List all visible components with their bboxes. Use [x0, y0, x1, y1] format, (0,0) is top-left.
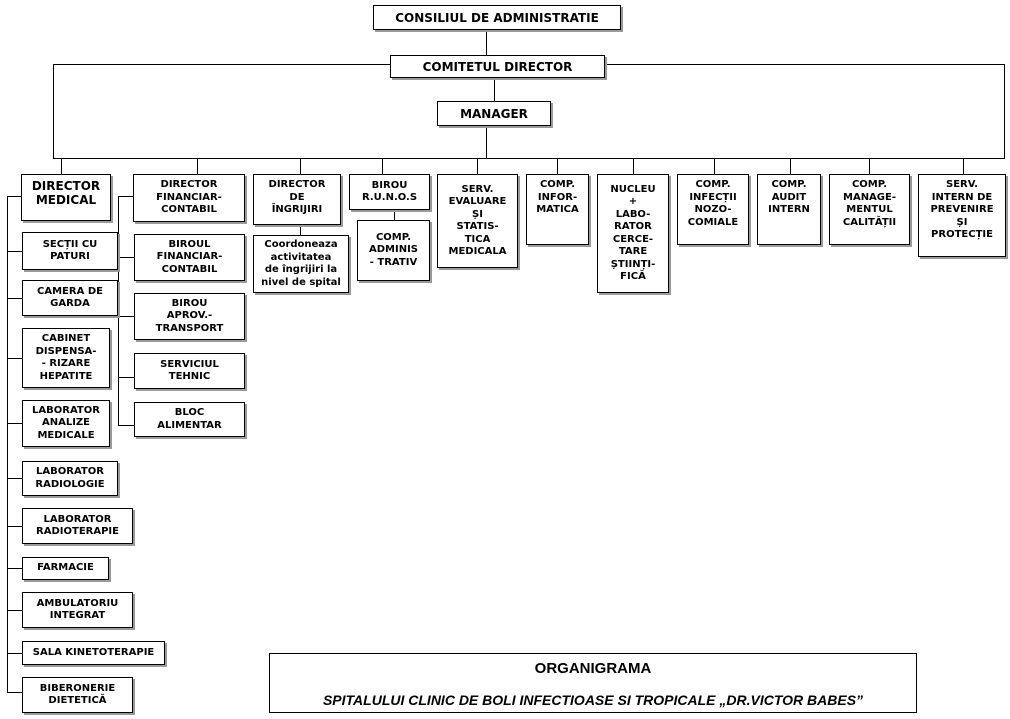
financial-unit-box: BIROU APROV.- TRANSPORT — [134, 293, 245, 340]
medical-tick — [7, 526, 22, 527]
research-nucleus-box: NUCLEU + LABO- RATOR CERCE- TARE ȘTIINȚI… — [597, 174, 669, 293]
financial-tick — [118, 377, 134, 378]
financial-tick — [118, 316, 134, 317]
drop-audit — [790, 159, 791, 174]
admin-compartment-box: COMP. ADMINIS - TRATIV — [357, 220, 430, 281]
nursing-director-box: DIRECTOR DE ÎNGRIJIRI — [253, 174, 341, 225]
audit-compartment-box: COMP. AUDIT INTERN — [757, 174, 821, 245]
connector-runos-admin — [394, 209, 395, 220]
connector-committee-manager — [494, 77, 495, 101]
prevention-service-box: SERV. INTERN DE PREVENIRE ȘI PROTECȚIE — [918, 174, 1006, 257]
medical-tick — [7, 653, 22, 654]
runos-office-box: BIROU R.U.N.O.S — [349, 174, 430, 210]
medical-tick — [7, 692, 22, 693]
connector-nursing-note — [300, 224, 301, 235]
nursing-note-box: Coordoneaza activitatea de îngrijiri la … — [253, 235, 349, 293]
medical-unit-box: SECȚII CU PATURI — [22, 232, 118, 270]
drop-infections — [714, 159, 715, 174]
connector-board-committee — [486, 29, 487, 56]
medical-spine-top — [7, 196, 21, 197]
medical-unit-box: LABORATOR ANALIZE MEDICALE — [22, 400, 110, 447]
drop-research — [633, 159, 634, 174]
medical-director-box: DIRECTOR MEDICAL — [21, 174, 111, 221]
committee-box: COMITETUL DIRECTOR — [390, 55, 605, 78]
medical-unit-box: AMBULATORIU INTEGRAT — [22, 592, 133, 628]
title-subtitle: SPITALULUI CLINIC DE BOLI INFECTIOASE SI… — [322, 692, 864, 708]
drop-financial — [197, 159, 198, 174]
medical-tick — [7, 251, 22, 252]
title-box: ORGANIGRAMA SPITALULUI CLINIC DE BOLI IN… — [269, 653, 917, 713]
quality-compartment-box: COMP. MANAGE- MENTUL CALITĂȚII — [829, 174, 910, 245]
financial-tick — [118, 257, 134, 258]
medical-unit-box: FARMACIE — [22, 557, 109, 580]
it-compartment-box: COMP. INFOR- MATICA — [526, 174, 589, 245]
medical-spine — [7, 196, 8, 692]
medical-tick — [7, 423, 22, 424]
medical-unit-box: CAMERA DE GARDA — [22, 280, 118, 316]
medical-tick — [7, 298, 22, 299]
drop-runos — [382, 159, 383, 174]
medical-unit-box: BIBERONERIE DIETETICĂ — [22, 677, 133, 713]
medical-unit-box: SALA KINETOTERAPIE — [22, 641, 165, 665]
financial-unit-box: BLOC ALIMENTAR — [134, 402, 245, 437]
medical-tick — [7, 568, 22, 569]
infections-compartment-box: COMP. INFECȚII NOZO- COMIALE — [677, 174, 749, 245]
financial-unit-box: SERVICIUL TEHNIC — [134, 353, 245, 389]
medical-tick — [7, 478, 22, 479]
medical-unit-box: CABINET DISPENSA- - RIZARE HEPATITE — [22, 328, 110, 388]
drop-medical — [61, 159, 62, 174]
financial-spine — [118, 196, 119, 425]
title-main: ORGANIGRAMA — [534, 660, 652, 677]
financial-spine-top — [118, 196, 133, 197]
connector-manager-bus — [486, 125, 487, 159]
drop-prevention — [963, 159, 964, 174]
drop-evaluation — [477, 159, 478, 174]
financial-unit-box: BIROUL FINANCIAR- CONTABIL — [134, 234, 245, 281]
evaluation-service-box: SERV. EVALUARE ȘI STATIS- TICA MEDICALA — [437, 174, 518, 268]
medical-tick — [7, 358, 22, 359]
financial-tick — [118, 425, 134, 426]
medical-unit-box: LABORATOR RADIOLOGIE — [22, 461, 118, 496]
board-box: CONSILIUL DE ADMINISTRATIE — [373, 5, 621, 30]
medical-unit-box: LABORATOR RADIOTERAPIE — [22, 508, 133, 544]
drop-quality — [869, 159, 870, 174]
drop-nursing — [300, 159, 301, 174]
drop-it — [557, 159, 558, 174]
manager-box: MANAGER — [437, 101, 551, 126]
medical-tick — [7, 610, 22, 611]
financial-director-box: DIRECTOR FINANCIAR- CONTABIL — [133, 174, 245, 222]
